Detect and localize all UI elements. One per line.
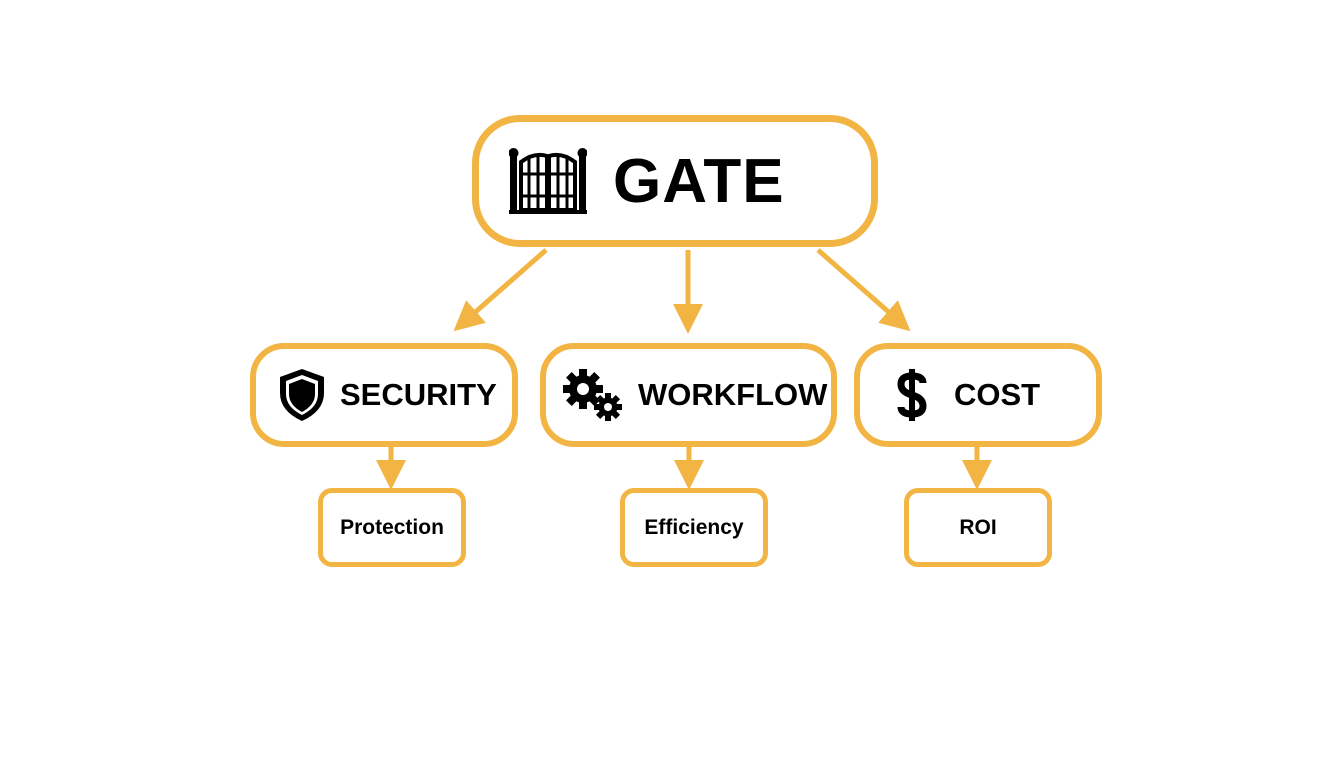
gate-node: GATE — [472, 115, 878, 247]
workflow-node: WORKFLOW — [540, 343, 837, 447]
arrow-gate-to-cost — [816, 248, 911, 332]
arrow-gate-to-security — [453, 248, 548, 332]
gate-label: GATE — [613, 146, 785, 216]
roi-label: ROI — [959, 515, 997, 539]
security-label: SECURITY — [340, 377, 497, 412]
gate-icon — [509, 148, 587, 214]
dollar-icon — [896, 367, 928, 423]
workflow-label: WORKFLOW — [638, 377, 828, 412]
security-node: SECURITY — [250, 343, 518, 447]
gears-icon — [562, 367, 624, 423]
protection-node: Protection — [318, 488, 466, 567]
cost-node: COST — [854, 343, 1102, 447]
protection-label: Protection — [340, 515, 444, 539]
shield-icon — [278, 367, 326, 423]
cost-label: COST — [954, 377, 1041, 412]
roi-node: ROI — [904, 488, 1052, 567]
efficiency-label: Efficiency — [644, 515, 744, 539]
efficiency-node: Efficiency — [620, 488, 768, 567]
